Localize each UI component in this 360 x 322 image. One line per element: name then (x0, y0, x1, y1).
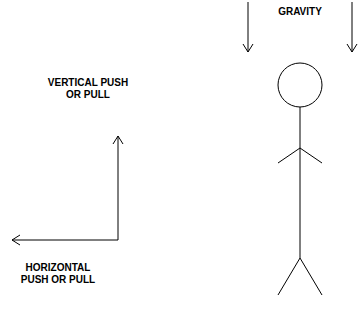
figure-arm (278, 148, 300, 163)
figure-leg (278, 258, 300, 295)
force-label: GRAVITY (255, 6, 345, 18)
arrow-head (12, 235, 20, 245)
gravity-arrow (352, 2, 353, 52)
arrow-head (347, 44, 357, 52)
figure-body (300, 107, 301, 258)
horizontal-arrow (12, 240, 118, 241)
figure-head (278, 63, 322, 107)
arrow-head (113, 136, 123, 144)
force-label: VERTICAL PUSH OR PULL (47, 77, 129, 101)
figure-leg (300, 258, 322, 295)
vertical-arrow (118, 136, 119, 240)
force-label: HORIZONTAL PUSH OR PULL (17, 262, 99, 286)
arrow-head (243, 44, 253, 52)
gravity-arrow (248, 2, 249, 52)
figure-arm (300, 148, 322, 163)
